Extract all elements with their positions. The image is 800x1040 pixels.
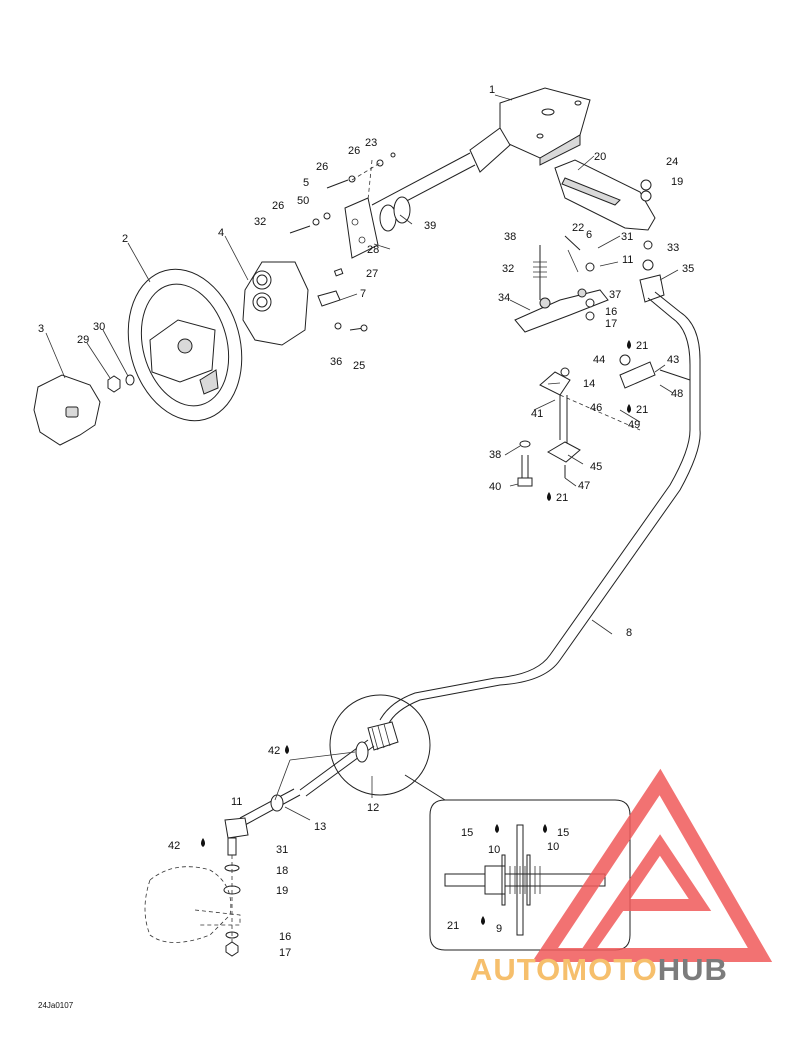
drop-icon [481, 916, 485, 925]
callout-21b: 21 [636, 404, 648, 416]
callout-28: 28 [367, 244, 379, 256]
callout-33: 33 [667, 242, 679, 254]
callout-4: 4 [218, 227, 224, 239]
callout-41: 41 [531, 408, 543, 420]
watermark-logo-text: AUTOMOTOHUB [470, 952, 728, 988]
horn-cover [33, 374, 101, 446]
callout-46: 46 [590, 402, 602, 414]
figure-code: 24Ja0107 [38, 1001, 74, 1010]
callout-19a: 19 [671, 176, 683, 188]
inset-detail-box [404, 774, 631, 951]
callout-34: 34 [498, 292, 510, 304]
leader-lines [45, 94, 679, 821]
callout-8: 8 [626, 627, 632, 639]
column-small-parts [317, 268, 368, 332]
callout-16b: 16 [279, 931, 291, 943]
upper-bracket [554, 159, 656, 231]
callout-31a: 31 [621, 231, 633, 243]
callout-25: 25 [353, 360, 365, 372]
callout-42b: 42 [168, 840, 180, 852]
drop-icon [201, 838, 205, 847]
callout-37: 37 [609, 289, 621, 301]
callout-3: 3 [38, 323, 44, 335]
callout-48: 48 [671, 388, 683, 400]
callout-2: 2 [122, 233, 128, 245]
callout-9: 9 [496, 923, 502, 935]
drop-icon [495, 824, 499, 833]
callout-21a: 21 [636, 340, 648, 352]
watermark-logo-mark [531, 768, 773, 962]
callout-13: 13 [314, 821, 326, 833]
callout-32a: 32 [254, 216, 266, 228]
lubrication-drop-icons [201, 340, 631, 925]
callout-11b: 11 [622, 254, 633, 266]
watermark-text-part2: HUB [657, 952, 728, 987]
callout-42a: 42 [268, 745, 280, 757]
upper-fasteners [289, 152, 396, 234]
steering-column-housing [371, 87, 591, 216]
callout-12: 12 [367, 802, 379, 814]
callout-40: 40 [489, 481, 501, 493]
callout-50: 50 [297, 195, 309, 207]
steering-column-cover [242, 261, 309, 346]
callout-26b: 26 [348, 145, 360, 157]
callout-14: 14 [583, 378, 595, 390]
callout-17a: 17 [605, 318, 617, 330]
cable-clamp-bracket [619, 354, 691, 389]
callout-29: 29 [77, 334, 89, 346]
drop-icon [627, 404, 631, 413]
callout-35: 35 [682, 263, 694, 275]
outboard-steering-arm [144, 866, 241, 943]
steering-cable [379, 429, 701, 726]
drop-icon [627, 340, 631, 349]
callout-11a: 11 [231, 796, 242, 808]
lower-bracket [514, 235, 701, 430]
callout-26a: 26 [316, 161, 328, 173]
callout-30: 30 [93, 321, 105, 333]
callout-5: 5 [303, 177, 309, 189]
callout-32b: 32 [502, 263, 514, 275]
callout-21c: 21 [556, 492, 568, 504]
callout-22: 22 [572, 222, 584, 234]
callout-36: 36 [330, 356, 342, 368]
callout-49: 49 [628, 419, 640, 431]
callout-15a: 15 [461, 827, 473, 839]
callout-43: 43 [667, 354, 679, 366]
callout-24: 24 [666, 156, 678, 168]
callout-20: 20 [594, 151, 606, 163]
callout-19b: 19 [276, 885, 288, 897]
callout-26c: 26 [272, 200, 284, 212]
callout-45: 45 [590, 461, 602, 473]
watermark-text-part1: AUTOMOTO [470, 952, 658, 987]
callout-31b: 31 [276, 844, 288, 856]
callout-7: 7 [360, 288, 366, 300]
callout-44: 44 [593, 354, 605, 366]
drop-icon [285, 745, 289, 754]
callout-15b: 15 [557, 827, 569, 839]
steering-wheel [127, 268, 243, 422]
callout-21d: 21 [447, 920, 459, 932]
callout-6: 6 [586, 229, 592, 241]
callout-1: 1 [489, 84, 495, 96]
callout-47: 47 [578, 480, 590, 492]
callout-39: 39 [424, 220, 436, 232]
bolt-and-washer [517, 440, 533, 487]
wheel-nut-and-washer [107, 374, 135, 393]
callout-16a: 16 [605, 306, 617, 318]
callout-17b: 17 [279, 947, 291, 959]
detail-circle [299, 694, 431, 797]
column-mounting-plate [344, 196, 411, 259]
callout-38a: 38 [504, 231, 516, 243]
drop-icon [543, 824, 547, 833]
callout-27: 27 [366, 268, 378, 280]
callout-23: 23 [365, 137, 377, 149]
callout-10a: 10 [488, 844, 500, 856]
drop-icon [547, 492, 551, 501]
callout-labels: 1 2 3 4 5 6 7 8 9 10 10 11 11 12 13 14 1… [38, 84, 694, 959]
callout-18: 18 [276, 865, 288, 877]
lower-cable-end [223, 788, 301, 957]
callout-38b: 38 [489, 449, 501, 461]
callout-10b: 10 [547, 841, 559, 853]
